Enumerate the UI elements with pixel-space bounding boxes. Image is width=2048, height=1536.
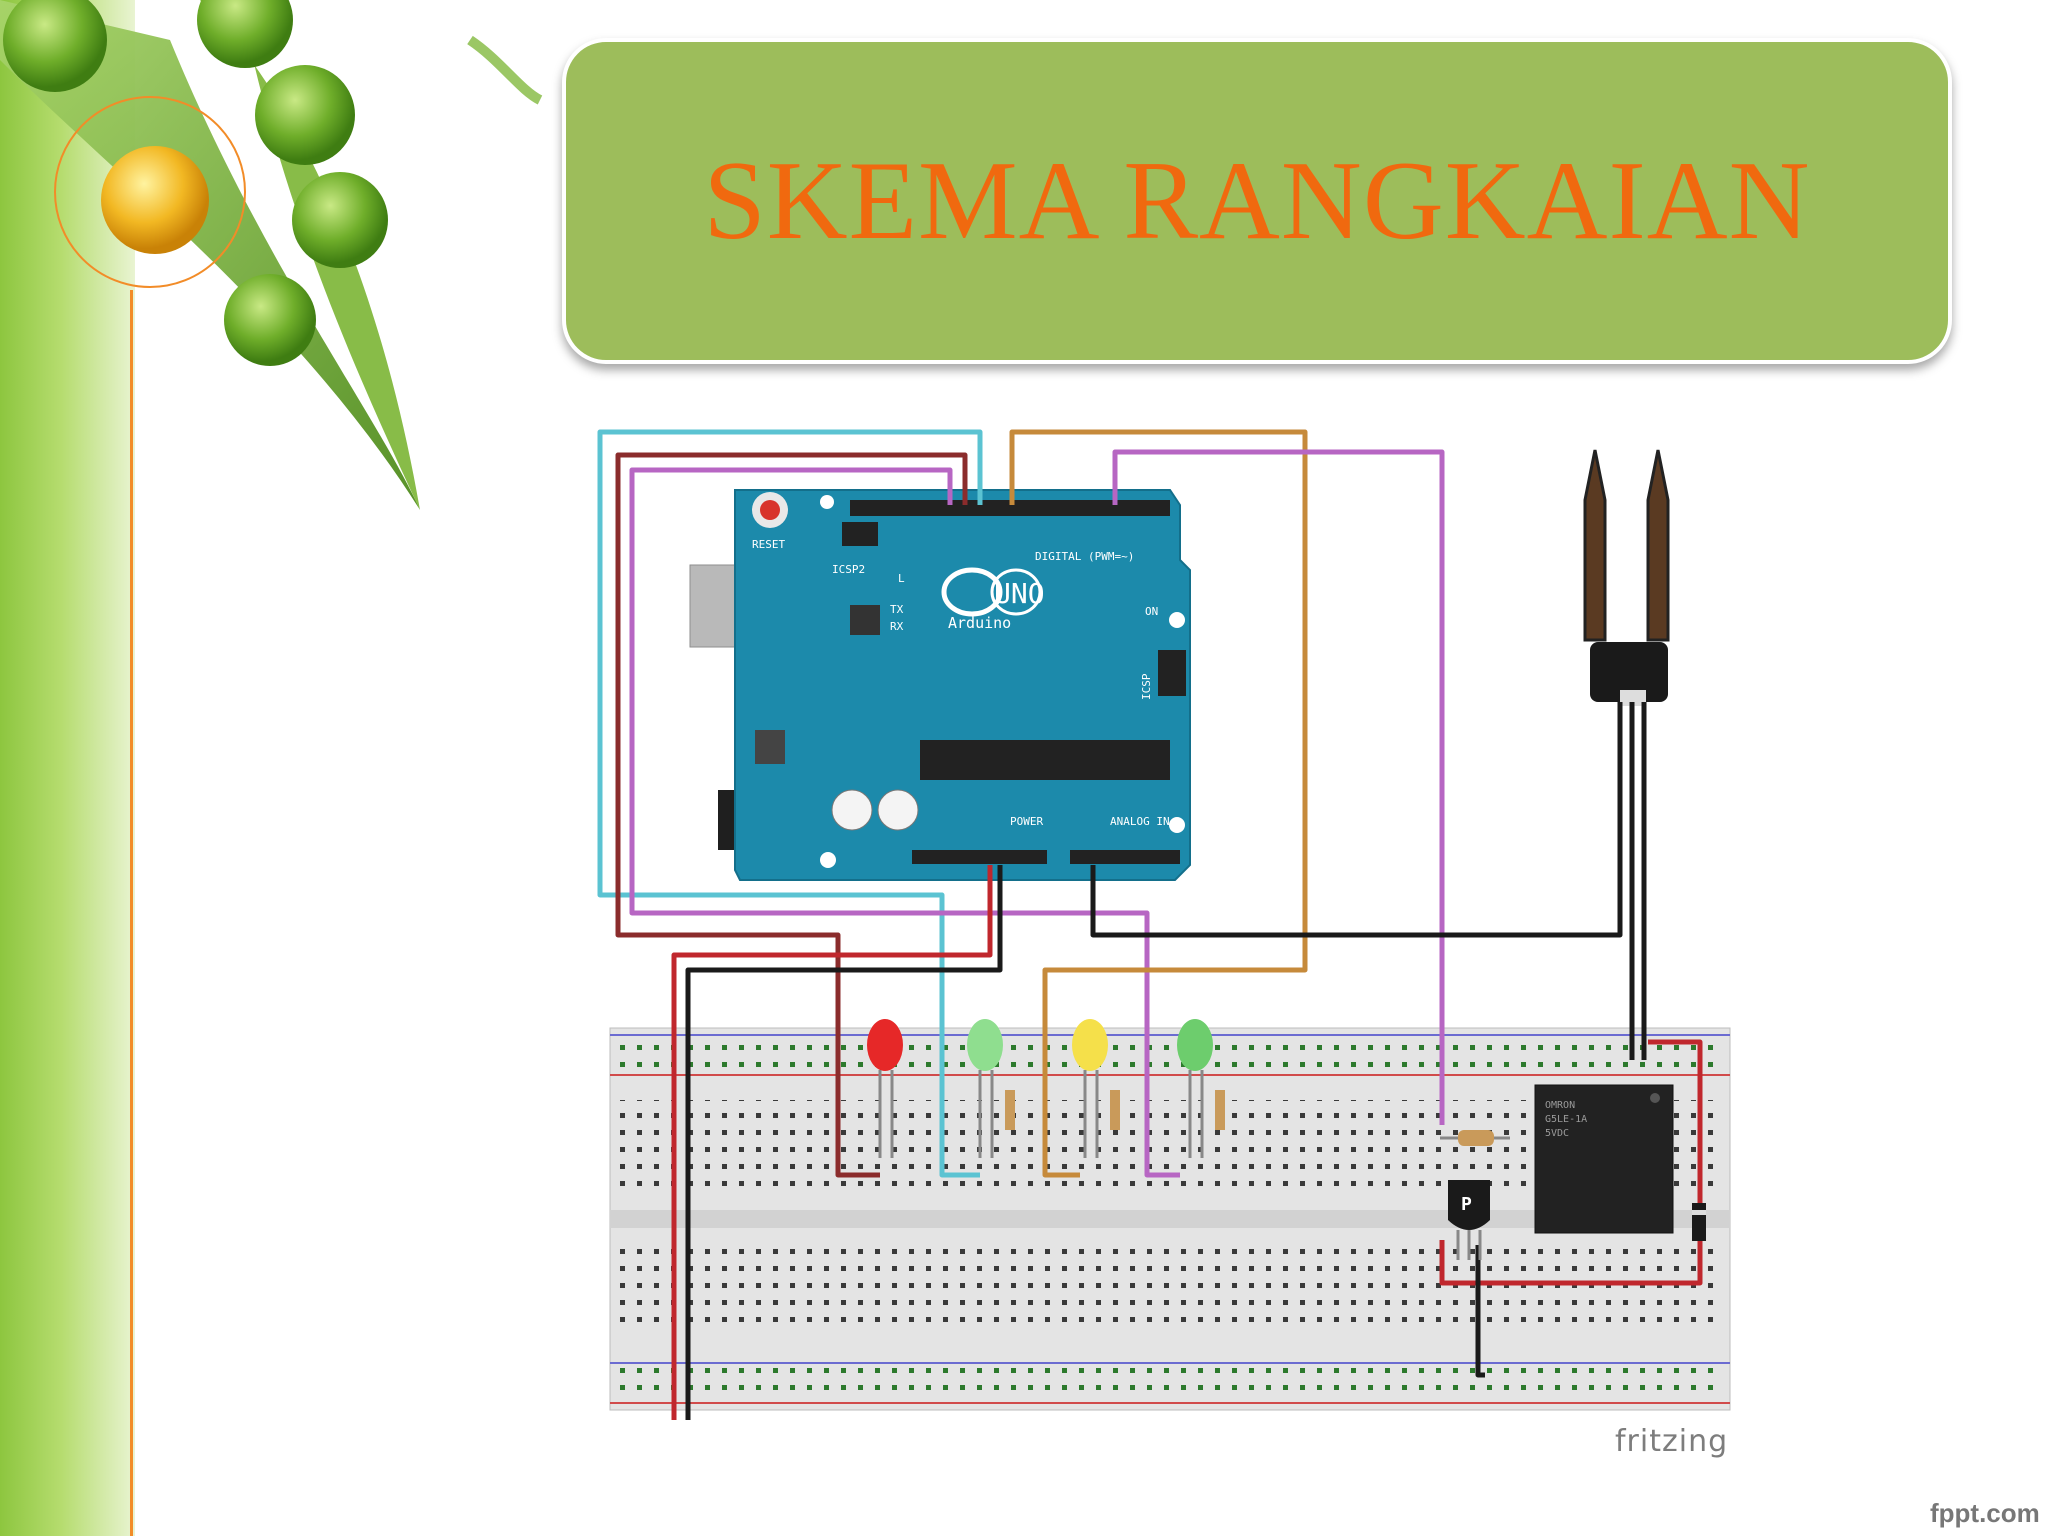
led-l-label: L (898, 572, 905, 585)
wires (597, 429, 1703, 1420)
wire-black-sensor (1090, 702, 1623, 938)
relay-text-1: OMRON (1545, 1100, 1575, 1111)
wire-cyan (597, 429, 983, 1178)
icsp2-label: ICSP2 (832, 563, 865, 576)
wire-black-gnd (685, 865, 1003, 1420)
pea-pod-illustration (0, 0, 543, 510)
fritzing-watermark: fritzing (1615, 1424, 1729, 1459)
relay-text-3: 5VDC (1545, 1128, 1569, 1139)
resistor (1440, 1130, 1510, 1146)
arduino-uno-board: RESET ICSP2 DIGITAL (PWM=~) UNO Arduino … (689, 489, 1191, 881)
relay: OMRON G5LE-1A 5VDC (1534, 1084, 1674, 1234)
soil-moisture-sensor (1583, 449, 1670, 706)
diode (1692, 1203, 1706, 1241)
led-red (867, 1019, 903, 1158)
on-label: ON (1145, 605, 1158, 618)
slide-title: SKEMA RANGKAIAN (703, 138, 1811, 263)
icsp-label: ICSP (1140, 673, 1153, 700)
digital-label: DIGITAL (PWM=~) (1035, 550, 1134, 563)
wire-purple-right (1112, 449, 1445, 1125)
arduino-brand-text: Arduino (948, 614, 1011, 632)
wire-orange (1009, 429, 1308, 1178)
relay-text-2: G5LE-1A (1545, 1114, 1587, 1125)
led-green-1 (967, 1019, 1015, 1158)
wire-purple-left (629, 467, 1180, 1178)
wire-red-5v (671, 865, 993, 1420)
fppt-watermark: fppt.com (1930, 1498, 2040, 1528)
led-green-2 (1177, 1019, 1225, 1158)
decorative-side-strip (0, 0, 135, 1536)
uno-logo-text: UNO (994, 577, 1045, 610)
power-label: POWER (1010, 815, 1043, 828)
led-yellow (1072, 1019, 1120, 1158)
analog-in-label: ANALOG IN (1110, 815, 1170, 828)
reset-label: RESET (752, 538, 785, 551)
transistor: P (1448, 1180, 1490, 1260)
circuit-diagram: RESET ICSP2 DIGITAL (PWM=~) UNO Arduino … (597, 429, 1731, 1420)
wire-transistor-gnd (1475, 1245, 1485, 1378)
tx-label: TX (890, 603, 904, 616)
decorative-orange-line (130, 290, 133, 1536)
rx-label: RX (890, 620, 904, 633)
wire-brown (615, 452, 968, 1178)
wire-relay-red (1439, 1039, 1703, 1286)
transistor-label: P (1461, 1194, 1472, 1215)
title-banner: SKEMA RANGKAIAN (562, 38, 1952, 364)
